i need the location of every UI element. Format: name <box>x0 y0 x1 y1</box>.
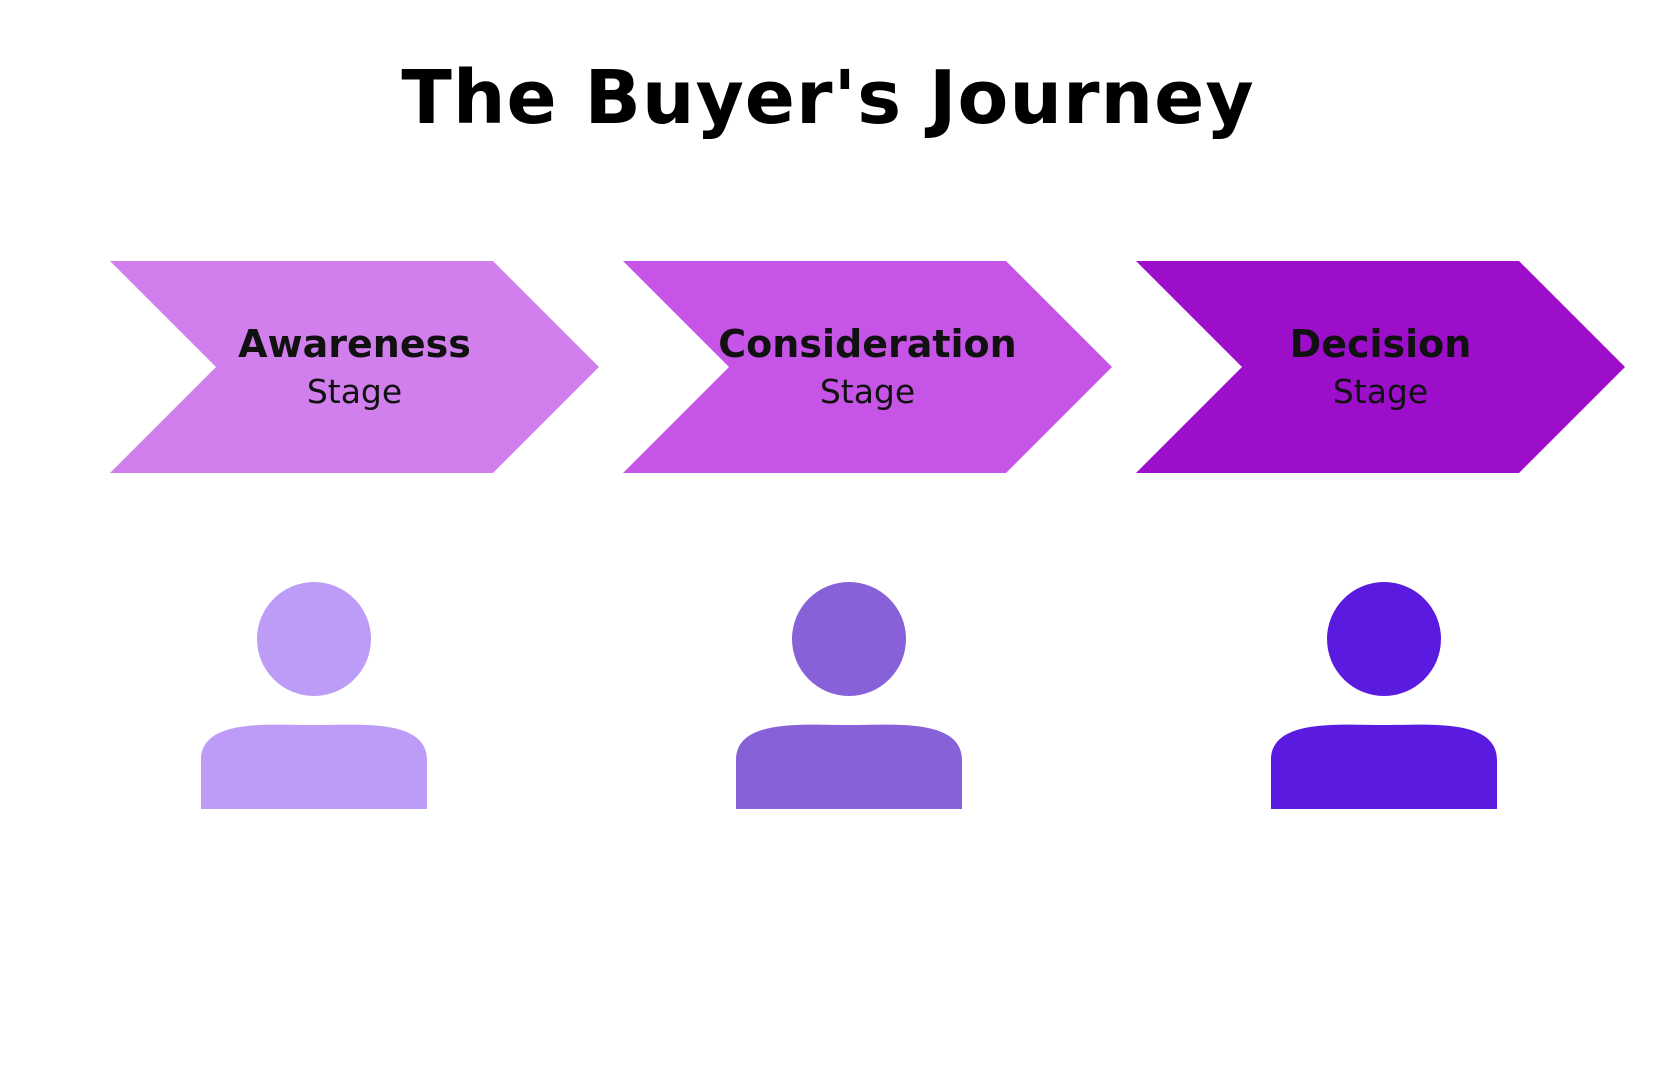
user-icon-body <box>1271 724 1497 809</box>
person-icon-decision <box>1271 582 1497 809</box>
user-icon-body <box>201 724 427 809</box>
user-icon-head <box>792 582 906 696</box>
chevron-fill <box>1136 261 1625 473</box>
chevron-fill <box>110 261 599 473</box>
stage-subtitle: Stage <box>1332 372 1429 412</box>
stage-text-decision: Decision Stage <box>1242 261 1519 473</box>
stage-text-awareness: Awareness Stage <box>216 261 493 473</box>
stage-arrow-consideration: Consideration Stage <box>623 261 1112 473</box>
stage-subtitle: Stage <box>306 372 403 412</box>
user-icon-head <box>1327 582 1441 696</box>
chevron-shape <box>623 261 1112 473</box>
stage-name: Consideration <box>718 321 1017 366</box>
user-icon-head <box>257 582 371 696</box>
user-icon <box>1271 582 1497 809</box>
person-icon-awareness <box>201 582 427 809</box>
stage-name: Decision <box>1289 321 1472 366</box>
page-title: The Buyer's Journey <box>401 55 1255 141</box>
stage-subtitle: Stage <box>819 372 916 412</box>
chevron-shape <box>110 261 599 473</box>
chevron-fill <box>623 261 1112 473</box>
stage-text-consideration: Consideration Stage <box>718 261 1016 473</box>
chevron-shape <box>1136 261 1625 473</box>
user-icon <box>736 582 962 809</box>
stage-arrow-decision: Decision Stage <box>1136 261 1625 473</box>
stage-name: Awareness <box>238 321 471 366</box>
user-icon <box>201 582 427 809</box>
person-icon-consideration <box>736 582 962 809</box>
stage-arrow-awareness: Awareness Stage <box>110 261 599 473</box>
user-icon-body <box>736 724 962 809</box>
